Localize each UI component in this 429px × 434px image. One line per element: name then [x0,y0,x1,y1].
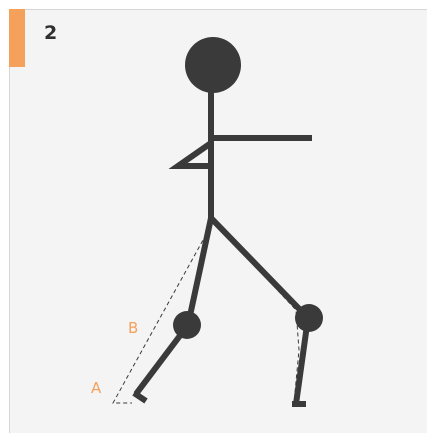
figure-right-shin [293,317,311,405]
right-knee-joint [295,304,323,332]
step-number: 2 [44,22,58,44]
figure-left-foot [132,390,148,404]
left-leg-reference-path [112,221,214,404]
figure-left-thigh [185,217,214,326]
figure-head [185,37,241,93]
right-leg-reference-path [215,223,300,404]
figure-right-thigh [208,215,311,321]
point-label-a: A [91,379,102,397]
left-knee-joint [173,311,201,339]
point-label-b: B [128,319,138,337]
reference-guides [112,221,300,404]
figure-arm-bent [168,140,213,169]
step-accent-tab [9,9,25,67]
stick-figure [132,37,312,407]
